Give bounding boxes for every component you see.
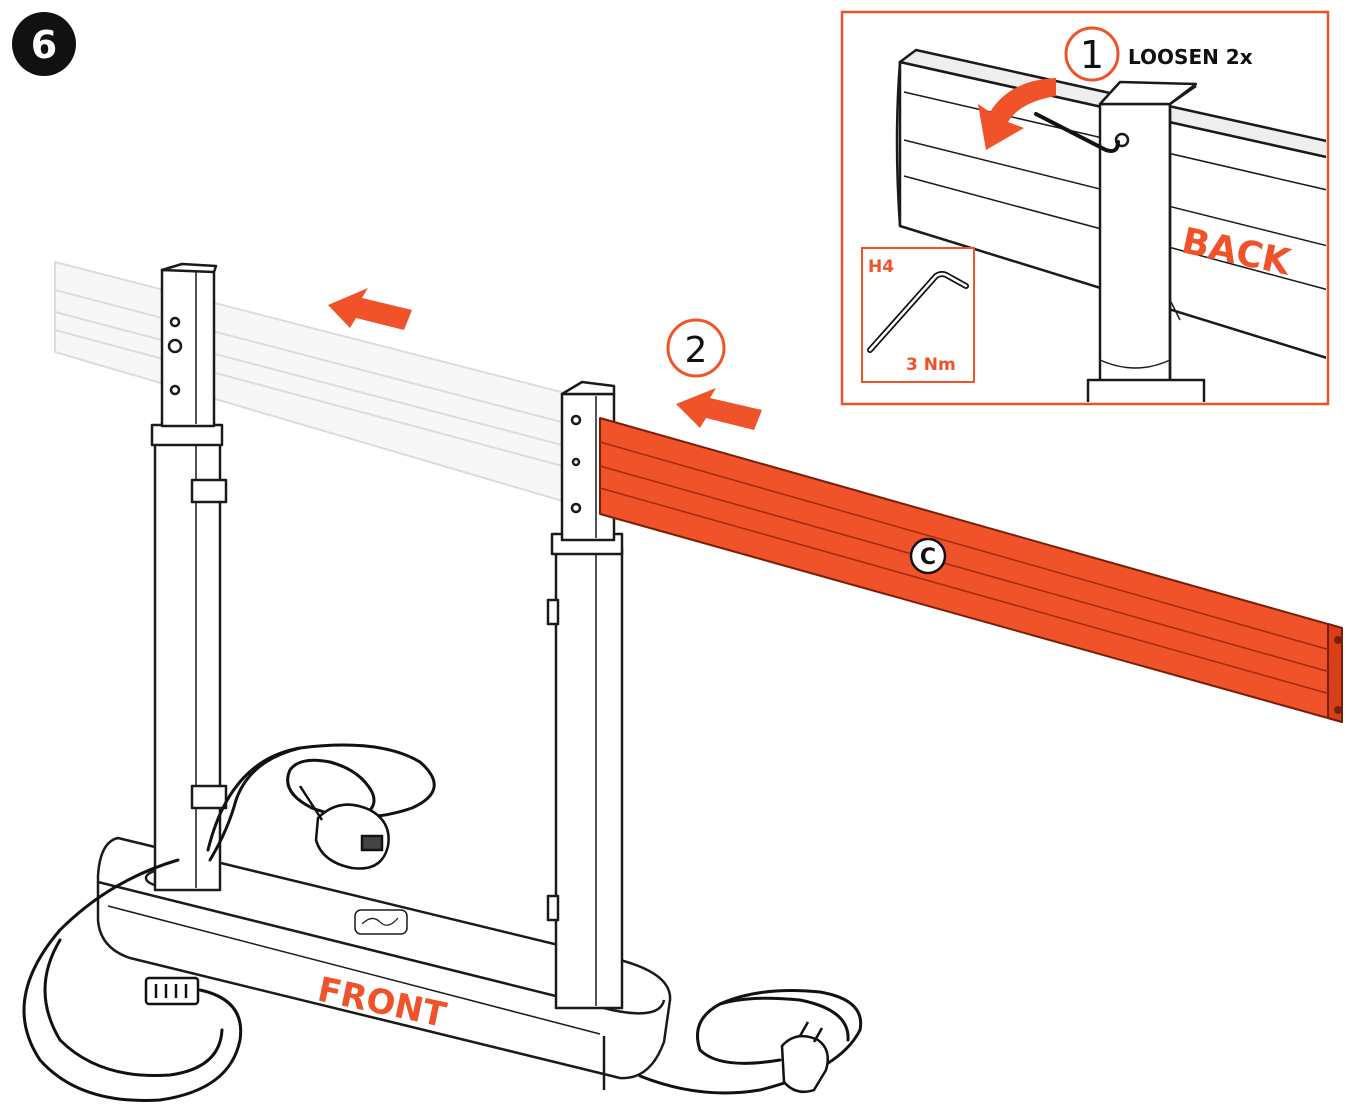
tool-box: H4 3 Nm xyxy=(861,247,975,383)
curved-arrow-icon xyxy=(978,78,1056,150)
step-number: 6 xyxy=(31,23,57,67)
part-label-c: C xyxy=(909,537,947,575)
ghost-beam xyxy=(54,260,601,514)
tool-name: H4 xyxy=(868,257,894,277)
detail-inset: 1 LOOSEN 2x BACK H4 3 Nm xyxy=(840,10,1330,406)
allen-key-in-use xyxy=(1034,112,1120,153)
cables xyxy=(22,743,863,1102)
torque-value: 3 Nm xyxy=(906,355,956,375)
step-badge: 6 xyxy=(12,12,76,76)
base xyxy=(96,836,672,1090)
step-1-number: 1 xyxy=(1080,33,1104,77)
slide-arrow-icon xyxy=(328,288,762,430)
right-column xyxy=(546,380,624,1010)
part-letter: C xyxy=(920,545,936,570)
brand-logo xyxy=(354,909,408,935)
rj45-connector-icon xyxy=(144,976,200,1006)
beam-c xyxy=(599,417,1343,723)
hand-controller-icon xyxy=(298,785,390,870)
power-plug-icon xyxy=(780,1021,829,1093)
step-2-number: 2 xyxy=(685,330,708,371)
left-column xyxy=(150,262,228,892)
step-2-marker: 2 xyxy=(666,318,726,378)
loosen-instruction: LOOSEN 2x xyxy=(1128,45,1253,69)
